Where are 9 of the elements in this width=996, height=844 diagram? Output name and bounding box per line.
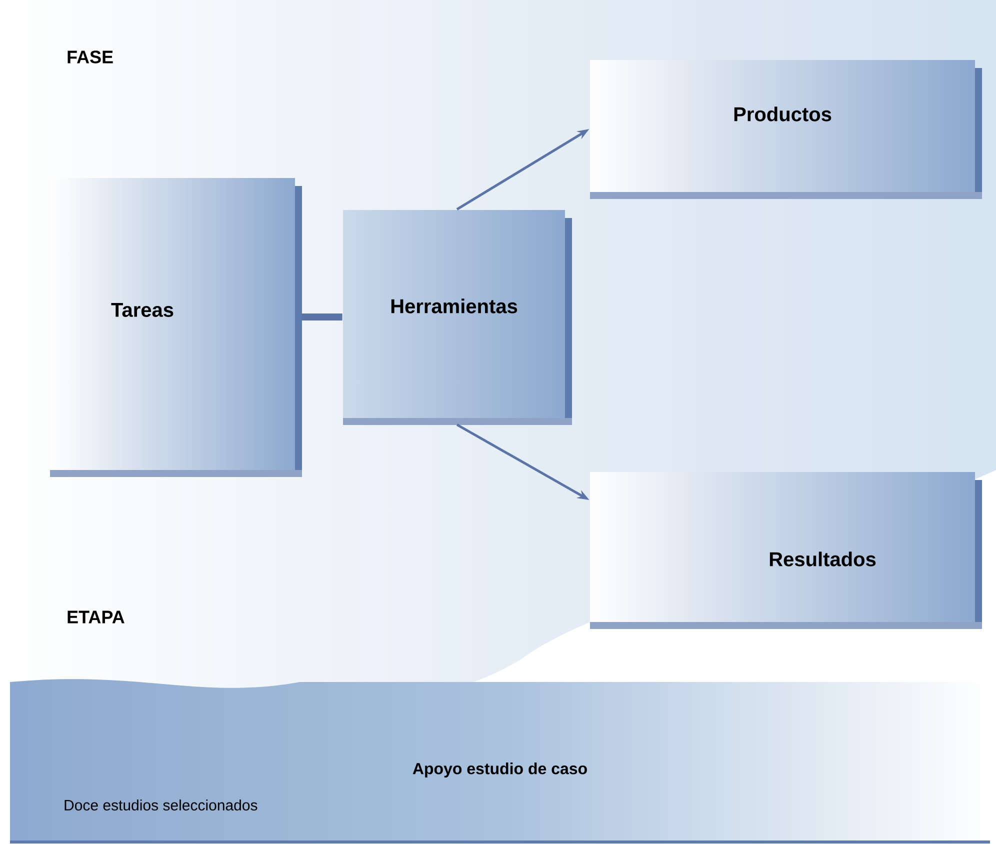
phase-label: ETAPA: [68, 610, 124, 624]
task-box: Tareas: [50, 178, 302, 477]
band-text: Doce estudios seleccionados: [64, 800, 258, 811]
phase-label: FASE: [68, 50, 113, 64]
tool-box: Herramientas: [343, 210, 572, 425]
result-box: Resultados: [590, 472, 982, 629]
product-box: Productos: [590, 60, 982, 199]
band-title: Apoyo estudio de caso: [412, 762, 587, 778]
connector-line: [302, 314, 342, 320]
